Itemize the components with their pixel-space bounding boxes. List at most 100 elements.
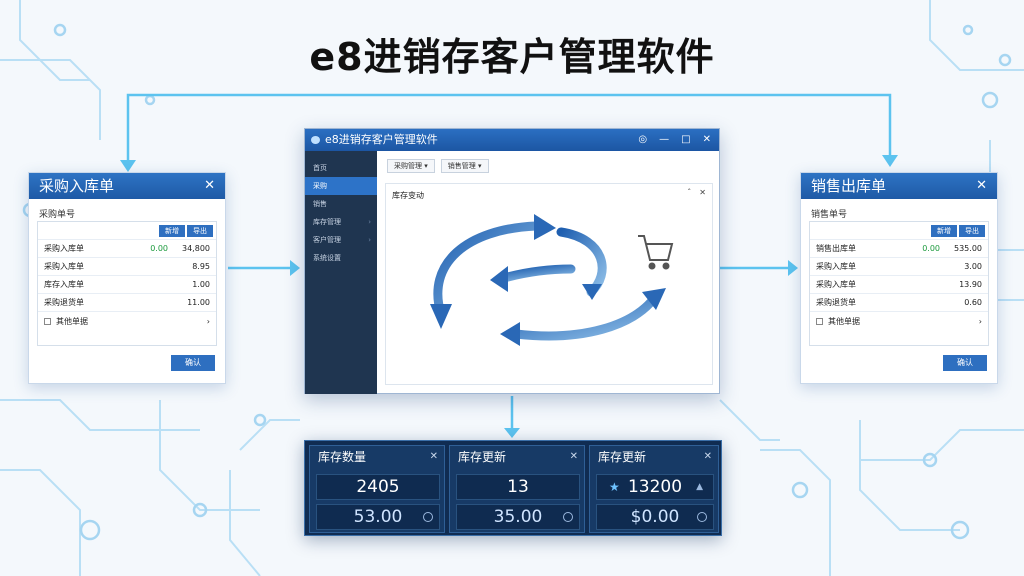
sidebar-item-label: 首页: [313, 164, 327, 172]
table-row[interactable]: 库存入库单 1.00: [38, 276, 216, 294]
row-checkbox[interactable]: [816, 317, 823, 325]
row-label: 库存入库单: [44, 280, 84, 289]
close-icon[interactable]: ✕: [702, 134, 711, 145]
sidebar-item-label: 采购: [313, 182, 327, 190]
cycle-arrows-illustration: [430, 214, 674, 346]
purchase-panel-header: 采购入库单 ✕: [29, 173, 225, 199]
stat-title: 库存更新: [458, 450, 507, 464]
refresh-icon[interactable]: [423, 512, 433, 522]
arrow-left-icon: [490, 266, 508, 292]
stat-card-quantity: 库存数量 ✕ 2405 53.00: [309, 445, 445, 533]
row-label: 采购入库单: [816, 280, 856, 289]
sidebar-item-home[interactable]: 首页: [305, 159, 377, 177]
close-icon[interactable]: ✕: [976, 178, 987, 193]
purchase-order-panel: 采购入库单 ✕ 采购单号 新增 导出 采购入库单 0.00 34,800 采购入…: [28, 172, 226, 384]
sidebar-item-purchase[interactable]: 采购: [305, 177, 377, 195]
row-value: 535.00: [954, 244, 982, 253]
main-app-window: e8进销存客户管理软件 ◎ — □ ✕ 首页 采购 销售 库存管理› 客户管理 ›…: [304, 128, 720, 394]
page-title: e8进销存客户管理软件: [309, 35, 715, 79]
sales-order-panel: 销售出库单 ✕ 销售单号 新增 导出 销售出库单 0.00 535.00 采购入…: [800, 172, 998, 384]
new-button[interactable]: 新增: [159, 224, 185, 237]
table-row[interactable]: 采购入库单 3.00: [810, 258, 988, 276]
purchase-table: 新增 导出 采购入库单 0.00 34,800 采购入库单 8.95 库存入库单…: [37, 221, 217, 346]
table-row[interactable]: 其他单据 ›: [38, 312, 216, 330]
window-controls: ◎ — □ ✕: [638, 129, 711, 151]
purchase-panel-subtitle: 采购单号: [39, 210, 76, 220]
sales-panel-title: 销售出库单: [811, 177, 887, 195]
collapse-icon[interactable]: ˆ: [687, 188, 692, 197]
sidebar-item-settings[interactable]: 系统设置: [305, 249, 377, 267]
sidebar-item-label: 系统设置: [313, 254, 341, 262]
window-title: e8进销存客户管理软件: [325, 133, 438, 146]
stat-value: 13200: [627, 477, 683, 497]
close-icon[interactable]: ✕: [699, 188, 706, 197]
table-row[interactable]: 其他单据 ›: [810, 312, 988, 330]
star-icon: ★: [609, 480, 620, 494]
sales-menu-button[interactable]: 销售管理 ▾: [440, 159, 489, 173]
row-value: 13.90: [959, 280, 982, 289]
stat-title-row: 库存数量 ✕: [310, 446, 444, 468]
chevron-right-icon: ›: [368, 218, 371, 226]
new-button[interactable]: 新增: [931, 224, 957, 237]
table-row[interactable]: 销售出库单 0.00 535.00: [810, 240, 988, 258]
stat-value: 13: [456, 474, 580, 500]
stat-subvalue-box: $0.00: [596, 504, 714, 530]
app-logo-icon: [311, 136, 320, 144]
sales-table: 新增 导出 销售出库单 0.00 535.00 采购入库单 3.00 采购入库单…: [809, 221, 989, 346]
help-icon[interactable]: ◎: [638, 134, 648, 145]
row-value: 1.00: [192, 280, 210, 289]
row-value: 3.00: [964, 262, 982, 271]
sidebar-item-customers[interactable]: 客户管理 ›: [305, 231, 377, 249]
window-titlebar: e8进销存客户管理软件 ◎ — □ ✕: [305, 129, 719, 151]
shopping-cart-icon: [638, 235, 674, 270]
sidebar-item-label: 销售: [313, 200, 327, 208]
refresh-icon[interactable]: [563, 512, 573, 522]
row-label: 采购退货单: [816, 298, 856, 307]
sidebar-item-inventory[interactable]: 库存管理›: [305, 213, 377, 231]
arrow-down-icon: [430, 304, 452, 329]
export-button[interactable]: 导出: [959, 224, 985, 237]
stat-subvalue: $0.00: [630, 507, 680, 527]
maximize-icon[interactable]: □: [681, 134, 691, 145]
table-row[interactable]: 采购入库单 8.95: [38, 258, 216, 276]
arrow-down-icon: [582, 284, 602, 300]
table-row[interactable]: 采购退货单 0.60: [810, 294, 988, 312]
table-row[interactable]: 采购入库单 0.00 34,800: [38, 240, 216, 258]
stat-title: 库存更新: [598, 450, 647, 464]
confirm-button[interactable]: 确认: [943, 355, 987, 371]
chevron-right-icon[interactable]: ›: [206, 316, 210, 326]
chevron-right-icon: ›: [368, 236, 371, 244]
table-row[interactable]: 采购入库单 13.90: [810, 276, 988, 294]
row-label: 采购入库单: [44, 244, 84, 253]
chevron-right-icon[interactable]: ›: [978, 316, 982, 326]
close-icon[interactable]: ✕: [569, 451, 578, 462]
close-icon[interactable]: ✕: [204, 178, 215, 193]
triangle-up-icon: ▲: [696, 482, 703, 492]
card-controls: ˆ ✕: [687, 188, 706, 197]
minimize-icon[interactable]: —: [659, 134, 670, 145]
table-row[interactable]: 采购退货单 11.00: [38, 294, 216, 312]
app-sidebar: 首页 采购 销售 库存管理› 客户管理 › 系统设置: [305, 151, 377, 394]
row-label: 销售出库单: [816, 244, 856, 253]
sales-panel-subtitle: 销售单号: [811, 210, 848, 220]
row-checkbox[interactable]: [44, 317, 51, 325]
sidebar-item-sales[interactable]: 销售: [305, 195, 377, 213]
confirm-button[interactable]: 确认: [171, 355, 215, 371]
row-label: 采购入库单: [44, 262, 84, 271]
close-icon[interactable]: ✕: [703, 451, 712, 462]
inventory-stats-panel: 库存数量 ✕ 2405 53.00 库存更新 ✕ 13 35.00 库存更新 ✕…: [304, 440, 722, 536]
row-label: 采购入库单: [816, 262, 856, 271]
arrow-right-icon: [534, 214, 556, 240]
card-title: 库存变动: [392, 191, 424, 200]
purchase-menu-button[interactable]: 采购管理 ▾: [387, 159, 435, 173]
refresh-icon[interactable]: [697, 512, 707, 522]
export-button[interactable]: 导出: [187, 224, 213, 237]
stat-value: 2405: [316, 474, 440, 500]
stat-title-row: 库存更新 ✕: [590, 446, 718, 468]
row-label: 其他单据: [828, 316, 860, 326]
stat-title-row: 库存更新 ✕: [450, 446, 584, 468]
sidebar-item-label: 客户管理: [313, 236, 341, 244]
stat-subvalue-box: 35.00: [456, 504, 580, 530]
stat-card-update: 库存更新 ✕ 13 35.00: [449, 445, 585, 533]
close-icon[interactable]: ✕: [429, 451, 438, 462]
